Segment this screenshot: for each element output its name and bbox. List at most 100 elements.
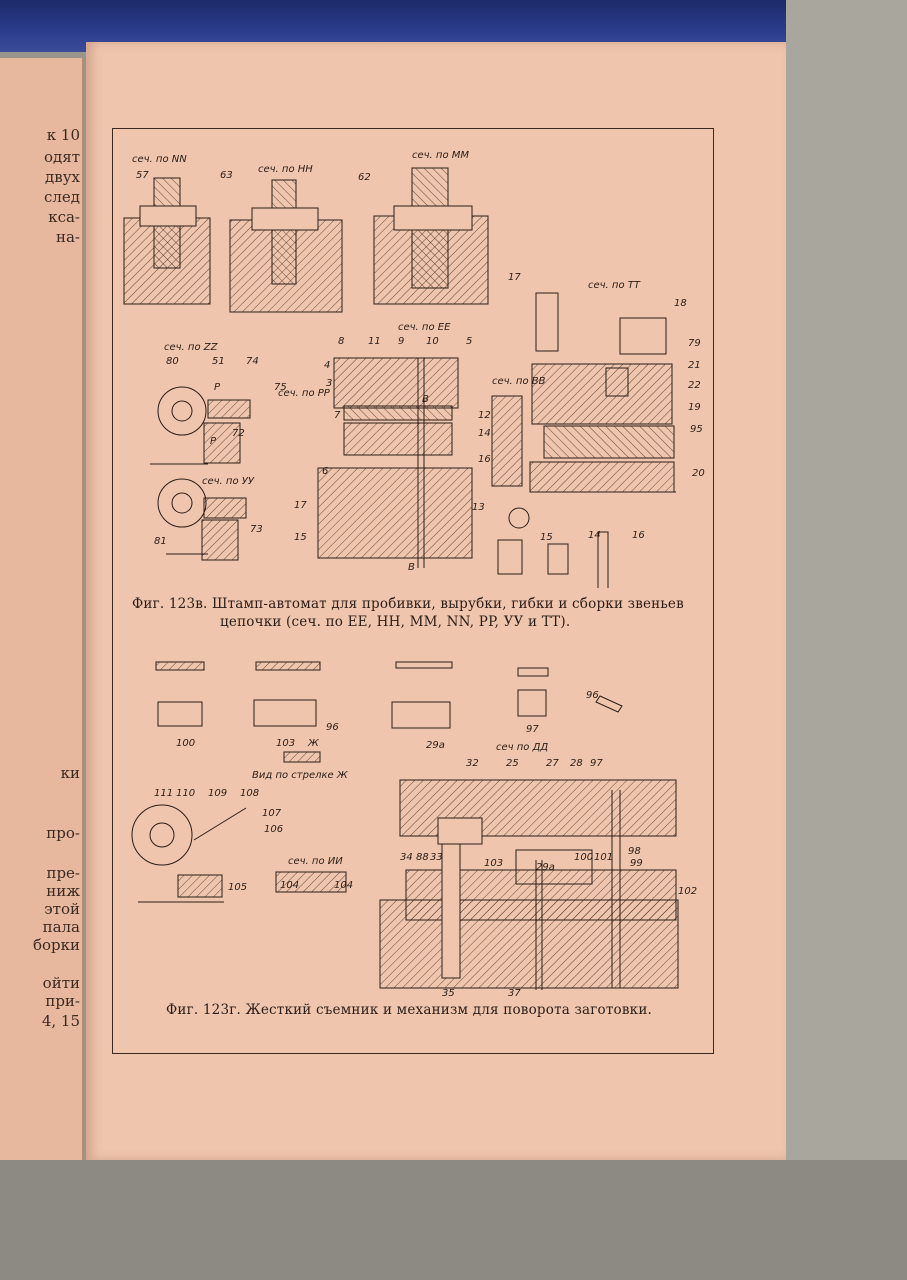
part-number: 98 <box>628 846 641 857</box>
left-page-line: 4, 15 <box>41 1012 80 1030</box>
part-number: 20 <box>692 468 705 479</box>
part-number: 17 <box>294 500 307 511</box>
part-number: 100 <box>176 738 195 749</box>
letter-b1: B <box>422 394 429 405</box>
label-sec-zz: сеч. по ZZ <box>164 342 219 353</box>
part-number: 34 <box>400 852 413 863</box>
part-number: 72 <box>232 428 245 439</box>
figure-123v-caption-line2: цепочки (сеч. по EE, HH, MM, NN, PP, УУ … <box>220 614 571 630</box>
letter-p1: P <box>214 382 221 393</box>
part-number: 104 <box>280 880 299 891</box>
label-sec-ii: сеч. по ИИ <box>288 856 343 867</box>
part-number: 14 <box>588 530 601 541</box>
part-number: 104 <box>334 880 353 891</box>
part-number: 103 <box>276 738 295 749</box>
figure-123g-caption: Фиг. 123г. Жесткий съемник и механизм дл… <box>166 1002 653 1018</box>
part-number: 5 <box>466 336 472 347</box>
part-number: 51 <box>212 356 225 367</box>
part-number: 96 <box>326 722 339 733</box>
left-page-line: ниж <box>46 882 80 900</box>
label-sec-yy: сеч. по УУ <box>202 476 255 487</box>
left-page-line: пре- <box>46 864 80 882</box>
part-number: 97 <box>526 724 539 735</box>
part-number: 88 <box>416 852 429 863</box>
part-number: 12 <box>478 410 491 421</box>
background-right <box>786 0 907 1280</box>
part-number: 10 <box>426 336 439 347</box>
part-number: 11 <box>368 336 381 347</box>
left-page-line: к 10 <box>46 126 80 144</box>
letter-zh: Ж <box>307 738 320 749</box>
part-number: 7 <box>334 410 341 421</box>
part-number: 63 <box>220 170 233 181</box>
left-page <box>0 58 84 1160</box>
part-number: 73 <box>250 524 263 535</box>
left-page-line: борки <box>32 936 80 954</box>
label-sec-mm: сеч. по MM <box>412 150 469 161</box>
left-page-line: ойти <box>42 974 80 992</box>
left-page-line: одят <box>43 148 80 166</box>
left-page-line: ки <box>60 764 80 782</box>
part-number: 8 <box>338 336 344 347</box>
label-sec-dd: сеч по ДД <box>496 742 548 753</box>
part-number: 75 <box>274 382 287 393</box>
figure-123g-drawing: сеч по ДД Вид по стрелке Ж сеч. по ИИ Ж … <box>131 661 697 999</box>
part-number: 22 <box>688 380 701 391</box>
part-number: 37 <box>508 988 521 999</box>
part-number: 9 <box>398 336 404 347</box>
figure-123g-labels: сеч по ДД Вид по стрелке Ж сеч. по ИИ Ж <box>252 738 548 867</box>
part-number: 15 <box>294 532 307 543</box>
part-number: 18 <box>674 298 687 309</box>
part-number: 19 <box>688 402 701 413</box>
part-number: 100 <box>574 852 593 863</box>
left-page-line: пала <box>42 918 80 936</box>
left-page-line: след <box>43 188 80 206</box>
label-sec-hh: сеч. по HH <box>258 164 313 175</box>
part-number: 102 <box>678 886 697 897</box>
left-page-line: кса- <box>48 208 80 226</box>
part-number: 13 <box>472 502 485 513</box>
left-page-line: про- <box>46 824 80 842</box>
label-sec-nn: сеч. по NN <box>132 154 187 165</box>
label-view-zh: Вид по стрелке Ж <box>252 770 349 781</box>
part-number: 107 <box>262 808 282 819</box>
letter-b2: B <box>408 562 415 573</box>
left-page-line: двух <box>45 168 80 186</box>
part-number: 108 <box>240 788 259 799</box>
label-sec-pp: сеч. по PP <box>278 388 331 399</box>
part-number: 97 <box>590 758 603 769</box>
part-number: 103 <box>484 858 503 869</box>
part-number: 95 <box>690 424 703 435</box>
part-number: 110 <box>176 788 195 799</box>
part-number: 6 <box>322 466 328 477</box>
part-number: 29a <box>536 862 555 873</box>
figure-123v-caption-line1: Фиг. 123в. Штамп-автомат для пробивки, в… <box>132 596 684 612</box>
part-number: 4 <box>324 360 330 371</box>
part-number: 21 <box>688 360 701 371</box>
part-number: 17 <box>508 272 521 283</box>
part-number: 3 <box>326 378 332 389</box>
part-number: 79 <box>688 338 701 349</box>
part-number: 99 <box>630 858 643 869</box>
label-sec-tt: сеч. по TT <box>588 280 641 291</box>
part-number: 57 <box>136 170 149 181</box>
part-number: 105 <box>228 882 247 893</box>
part-number: 35 <box>442 988 455 999</box>
part-number: 111 <box>154 788 173 799</box>
left-page-line: этой <box>44 900 80 918</box>
left-page-line: на- <box>55 228 80 246</box>
part-number: 28 <box>570 758 583 769</box>
part-number: 16 <box>632 530 645 541</box>
part-number: 106 <box>264 824 283 835</box>
part-number: 33 <box>430 852 443 863</box>
part-number: 81 <box>154 536 167 547</box>
part-number: 96 <box>586 690 599 701</box>
label-sec-vv: сеч. по ВВ <box>492 376 546 387</box>
background-bottom <box>0 1160 907 1280</box>
part-number: 27 <box>546 758 559 769</box>
letter-p2: P <box>210 436 217 447</box>
part-number: 15 <box>540 532 553 543</box>
figure-frame <box>112 128 714 1054</box>
left-page-line: при- <box>45 992 80 1010</box>
part-number: 29a <box>426 740 445 751</box>
